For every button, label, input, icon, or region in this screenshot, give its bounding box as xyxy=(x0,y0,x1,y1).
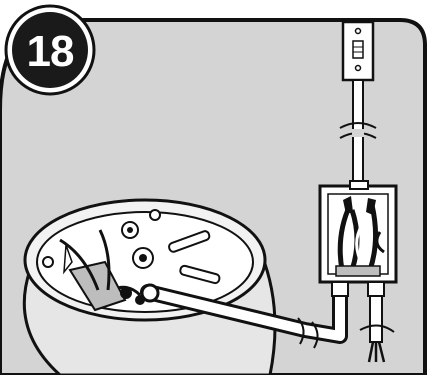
fixture-base xyxy=(22,198,277,375)
plate-screw xyxy=(354,27,362,35)
break-mark xyxy=(297,317,305,345)
supply-cable xyxy=(369,295,383,343)
box-fitting xyxy=(331,281,349,297)
step-badge: 18 xyxy=(4,4,96,96)
conduit xyxy=(140,282,348,349)
step-number: 18 xyxy=(27,27,74,76)
cable-break xyxy=(359,324,395,333)
box-fitting xyxy=(367,281,385,297)
receptacle-slots xyxy=(352,40,364,59)
wire-nut xyxy=(366,198,376,215)
cable-clamp xyxy=(335,265,381,277)
screw-boss xyxy=(42,256,54,268)
fixture-wire xyxy=(98,229,111,291)
mounting-slot xyxy=(179,264,221,285)
cable-break xyxy=(339,122,377,129)
mounting-slot xyxy=(168,230,211,253)
wire-nut xyxy=(120,287,132,299)
junction-box xyxy=(318,180,398,363)
fixture-wire xyxy=(59,238,100,291)
plate-screw xyxy=(354,64,362,72)
wire-nut xyxy=(343,196,353,214)
screw-boss xyxy=(149,209,161,221)
